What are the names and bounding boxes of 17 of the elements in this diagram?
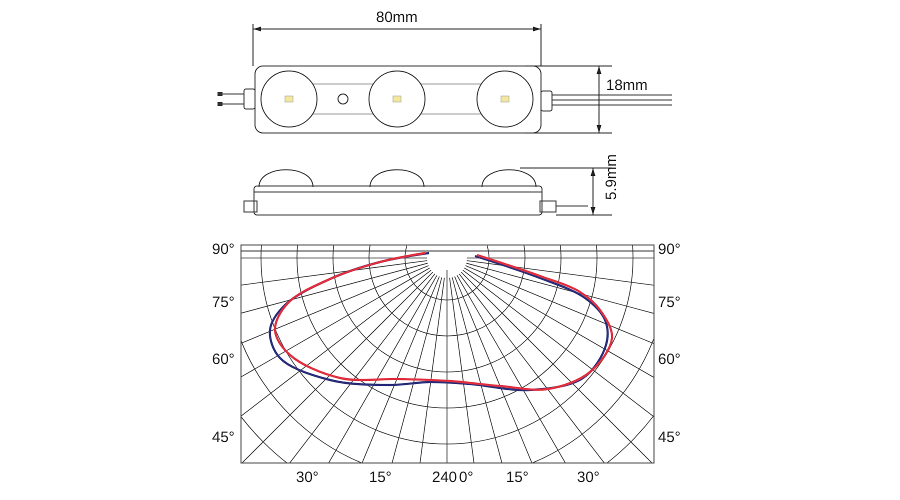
angle-label: 15°	[506, 470, 529, 485]
angle-label: 75°	[212, 295, 235, 310]
dimension-label: 80mm	[376, 10, 418, 25]
dimension-label: 5.9mm	[604, 154, 619, 200]
angle-label: 30°	[296, 470, 319, 485]
angle-label: 90°	[212, 242, 235, 257]
angle-label: 75°	[658, 295, 681, 310]
angle-label: 30°	[577, 470, 600, 485]
angle-label: 45°	[212, 430, 235, 445]
angle-label: 60°	[658, 352, 681, 367]
dimension-label: 18mm	[606, 78, 648, 93]
angle-label: 60°	[212, 352, 235, 367]
angle-label: 45°	[658, 430, 681, 445]
angle-label: 0°	[459, 470, 474, 485]
angle-label: 15°	[369, 470, 392, 485]
angle-label: 240	[432, 470, 458, 485]
angle-label: 90°	[658, 242, 681, 257]
